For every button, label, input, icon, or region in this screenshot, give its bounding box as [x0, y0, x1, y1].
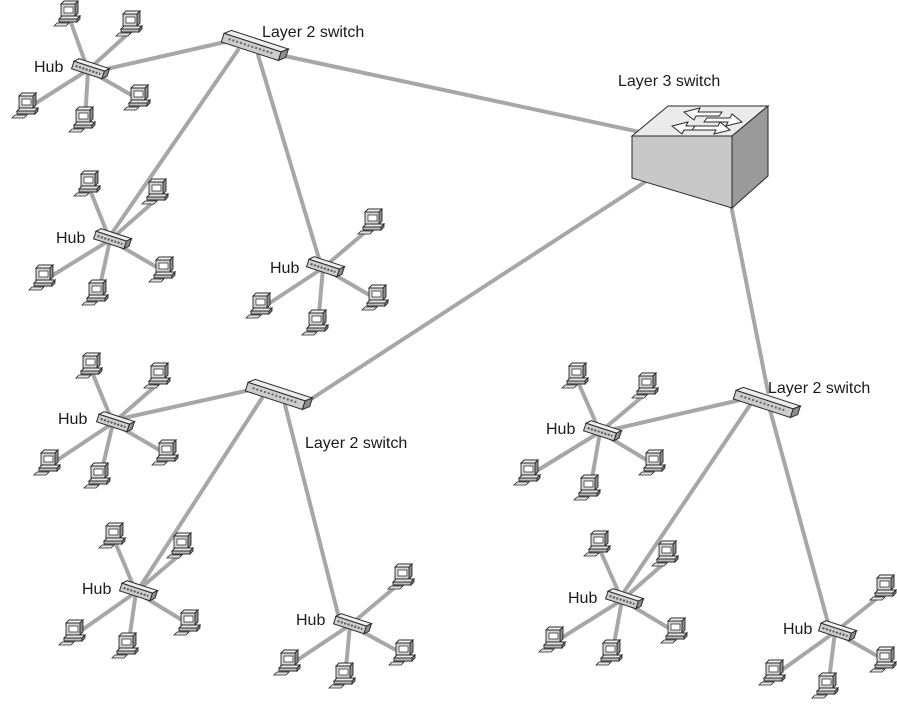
hub-label: Hub: [296, 612, 325, 629]
computer-icon: [83, 462, 111, 489]
computer-icon: [11, 92, 39, 119]
computer-icon: [583, 530, 611, 557]
layer2-switch-label: Layer 2 switch: [305, 435, 407, 452]
layer2-switch-label: Layer 2 switch: [768, 380, 870, 397]
routing-arrows-icon: [670, 107, 744, 135]
computer-icon: [513, 459, 541, 486]
computer-icon: [73, 170, 101, 197]
link-switch-c-hub8: [618, 403, 752, 600]
computer-icon: [869, 646, 897, 673]
hub-label: Hub: [56, 230, 85, 247]
hub-icon: [95, 411, 136, 433]
computer-icon: [660, 617, 688, 644]
link-switch-a-hub2: [108, 48, 240, 238]
computer-icon: [869, 574, 897, 601]
hub-icon: [604, 588, 645, 610]
computer-icon: [58, 619, 86, 646]
hub-label: Hub: [568, 590, 597, 607]
hub-icon: [817, 620, 858, 642]
layer3-switch-label: Layer 3 switch: [618, 73, 720, 90]
link-switch-b-hub5: [136, 396, 264, 592]
link-l3-to-switch-a: [278, 53, 642, 134]
computer-icon: [148, 256, 176, 283]
computer-icon: [328, 662, 356, 689]
computer-icon: [631, 372, 659, 399]
computer-icon: [758, 659, 786, 686]
computer-icon: [98, 522, 126, 549]
hub-icon: [118, 580, 159, 602]
computer-icon: [28, 264, 56, 291]
hub-icon: [70, 58, 111, 80]
hub-label: Hub: [270, 260, 299, 277]
layer2-switch-right: [732, 386, 802, 419]
labels: Layer 3 switch Layer 2 switch Layer 2 sw…: [34, 24, 870, 638]
computer-icon: [53, 0, 81, 27]
hub-icon: [332, 613, 373, 635]
computer-icon: [151, 439, 179, 466]
computer-icon: [595, 639, 623, 666]
link-switch-a-hub3: [256, 53, 322, 264]
computer-icon: [638, 449, 666, 476]
computer-icon: [387, 563, 415, 590]
hub-icon: [582, 420, 623, 442]
computer-icon: [361, 284, 389, 311]
link-switch-c-hub7: [608, 398, 742, 432]
computer-icon: [115, 10, 143, 37]
computer-icon: [173, 609, 201, 636]
hub-label: Hub: [34, 59, 63, 76]
layer2-switch-bottom-left: [244, 378, 314, 411]
layer3-switch: [630, 104, 770, 210]
computer-icon: [357, 208, 385, 235]
hub-label: Hub: [58, 411, 87, 428]
computer-icon: [245, 292, 273, 319]
computer-icon: [388, 639, 416, 666]
computer-icon: [561, 362, 589, 389]
link-switch-b-hub6: [283, 403, 342, 624]
trunk-links: [100, 40, 832, 632]
computer-icon: [538, 626, 566, 653]
link-switch-a-hub1: [100, 40, 227, 72]
computer-icon: [123, 84, 151, 111]
computer-icon: [81, 279, 109, 306]
computer-icon: [573, 474, 601, 501]
hub-icon: [92, 228, 133, 250]
layer2-switch-label: Layer 2 switch: [262, 24, 364, 41]
computer-icon: [111, 632, 139, 659]
hub-label: Hub: [82, 581, 111, 598]
layer2-switch-top: [220, 29, 290, 62]
computer-icon: [33, 449, 61, 476]
computer-icon: [68, 106, 96, 133]
link-switch-b-hub4: [113, 388, 252, 422]
link-l3-to-switch-c: [728, 198, 770, 394]
link-l3-to-switch-b: [303, 180, 647, 405]
computer-icon: [301, 309, 329, 336]
computer-icon: [75, 352, 103, 379]
hub-icon: [305, 256, 346, 278]
hub-label: Hub: [546, 421, 575, 438]
computer-icon: [273, 649, 301, 676]
computer-icon: [811, 672, 839, 699]
link-switch-c-hub9: [768, 408, 832, 632]
hub-label: Hub: [783, 621, 812, 638]
computer-icon: [143, 362, 171, 389]
